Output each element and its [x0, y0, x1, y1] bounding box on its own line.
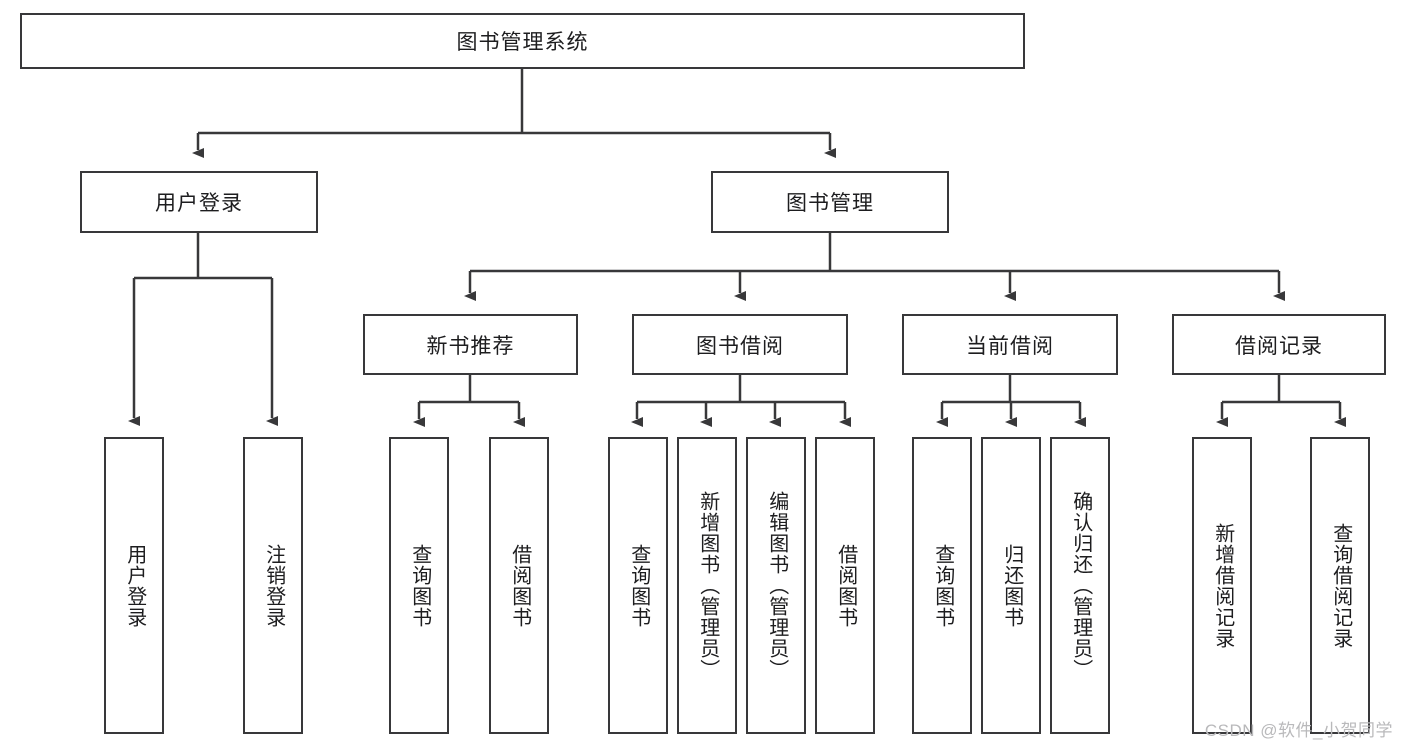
node-leaf-query-record[interactable]: 查询借阅记录: [1310, 437, 1370, 734]
node-leaf-confirm-return-label: 确认归还（管理员）: [1069, 491, 1092, 680]
node-borrow-record-label: 借阅记录: [1235, 334, 1323, 358]
node-leaf-add-record-label: 新增借阅记录: [1211, 522, 1234, 649]
node-leaf-borrow-book-2[interactable]: 借阅图书: [815, 437, 875, 734]
node-new-book-rec[interactable]: 新书推荐: [363, 314, 578, 375]
node-leaf-user-logout-label: 注销登录: [262, 543, 285, 628]
node-leaf-borrow-book-1-label: 借阅图书: [508, 543, 531, 628]
node-book-borrow[interactable]: 图书借阅: [632, 314, 848, 375]
node-book-manage[interactable]: 图书管理: [711, 171, 949, 233]
node-user-login-label: 用户登录: [155, 192, 243, 215]
node-leaf-user-login[interactable]: 用户登录: [104, 437, 164, 734]
node-leaf-user-login-label: 用户登录: [123, 543, 146, 628]
node-book-borrow-label: 图书借阅: [696, 334, 784, 358]
node-leaf-borrow-book-2-label: 借阅图书: [834, 543, 857, 628]
node-leaf-edit-book-label: 编辑图书（管理员）: [765, 491, 788, 680]
node-current-borrow[interactable]: 当前借阅: [902, 314, 1118, 375]
node-root[interactable]: 图书管理系统: [20, 13, 1025, 69]
node-leaf-return-book-label: 归还图书: [1000, 543, 1023, 628]
node-leaf-query-record-label: 查询借阅记录: [1329, 522, 1352, 649]
watermark: CSDN @软件_小贺同学: [1204, 721, 1393, 740]
node-borrow-record[interactable]: 借阅记录: [1172, 314, 1386, 375]
node-leaf-query-book-2-label: 查询图书: [627, 543, 650, 628]
node-leaf-query-book-3-label: 查询图书: [931, 543, 954, 628]
node-leaf-add-book-label: 新增图书（管理员）: [696, 491, 719, 680]
node-new-book-rec-label: 新书推荐: [426, 334, 515, 358]
node-leaf-query-book-1[interactable]: 查询图书: [389, 437, 449, 734]
node-user-login[interactable]: 用户登录: [80, 171, 318, 233]
node-current-borrow-label: 当前借阅: [966, 334, 1054, 358]
node-leaf-edit-book[interactable]: 编辑图书（管理员）: [746, 437, 806, 734]
node-leaf-borrow-book-1[interactable]: 借阅图书: [489, 437, 549, 734]
node-leaf-add-book[interactable]: 新增图书（管理员）: [677, 437, 737, 734]
node-leaf-confirm-return[interactable]: 确认归还（管理员）: [1050, 437, 1110, 734]
node-root-label: 图书管理系统: [456, 31, 589, 54]
node-leaf-return-book[interactable]: 归还图书: [981, 437, 1041, 734]
node-leaf-user-logout[interactable]: 注销登录: [243, 437, 303, 734]
node-leaf-query-book-2[interactable]: 查询图书: [608, 437, 668, 734]
node-leaf-query-book-1-label: 查询图书: [408, 543, 431, 628]
node-book-manage-label: 图书管理: [786, 192, 874, 215]
node-leaf-add-record[interactable]: 新增借阅记录: [1192, 437, 1252, 734]
node-leaf-query-book-3[interactable]: 查询图书: [912, 437, 972, 734]
